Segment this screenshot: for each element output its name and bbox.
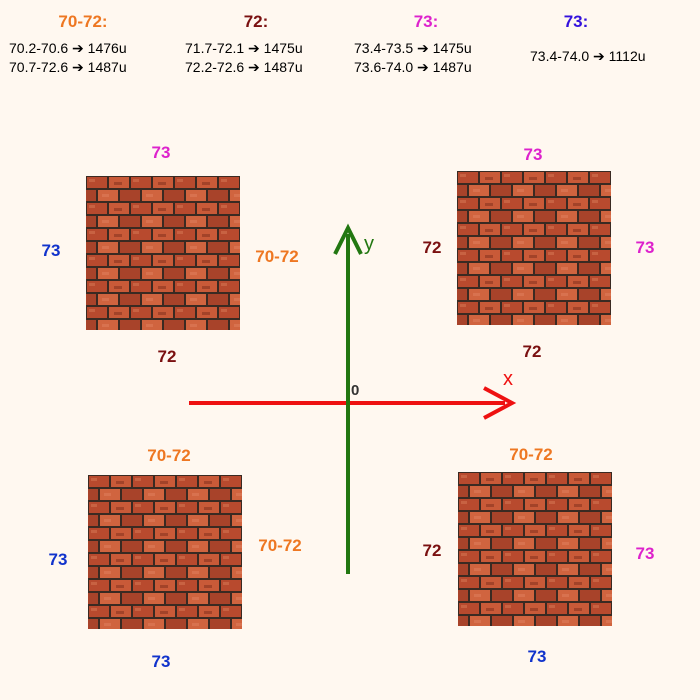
bl-right-label: 70-72 [258,536,302,555]
tl-left-label: 73 [41,241,61,260]
tr-left-label: 72 [422,238,442,257]
legend-heading-73-magenta: 73: [413,12,439,31]
tl-top-label: 73 [151,143,171,162]
legend-line: 73.6-74.0 ➔ 1487u [354,59,472,75]
y-axis-label: y [364,233,374,255]
legend-line: 73.4-74.0 ➔ 1112u [530,48,646,64]
tr-bottom-label: 72 [522,342,542,361]
legend-line: 71.7-72.1 ➔ 1475u [185,40,303,56]
br-left-label: 72 [422,541,442,560]
legend-heading-73-blue: 73: [563,12,589,31]
brick-tile-bottom-left [88,475,242,629]
tr-right-label: 73 [635,238,655,257]
brick-tile-top-right [457,171,611,325]
tr-top-label: 73 [523,145,543,164]
tl-bottom-label: 72 [157,347,177,366]
legend-heading-72: 72: [243,12,269,31]
bl-left-label: 73 [48,550,68,569]
origin-label: 0 [351,382,360,399]
legend-heading-70-72: 70-72: [58,12,108,31]
x-axis-label: x [503,368,513,390]
br-right-label: 73 [635,544,655,563]
legend-line: 72.2-72.6 ➔ 1487u [185,59,303,75]
brick-tile-top-left [86,176,240,330]
bl-bottom-label: 73 [151,652,171,671]
y-axis-arrowhead [333,223,363,255]
brick-tile-bottom-right [458,472,612,626]
tl-right-label: 70-72 [255,247,299,266]
br-bottom-label: 73 [527,647,547,666]
x-axis-arrowhead [483,386,517,420]
bl-top-label: 70-72 [147,446,191,465]
legend-line: 70.2-70.6 ➔ 1476u [9,40,127,56]
legend-line: 73.4-73.5 ➔ 1475u [354,40,472,56]
legend-line: 70.7-72.6 ➔ 1487u [9,59,127,75]
br-top-label: 70-72 [509,445,553,464]
